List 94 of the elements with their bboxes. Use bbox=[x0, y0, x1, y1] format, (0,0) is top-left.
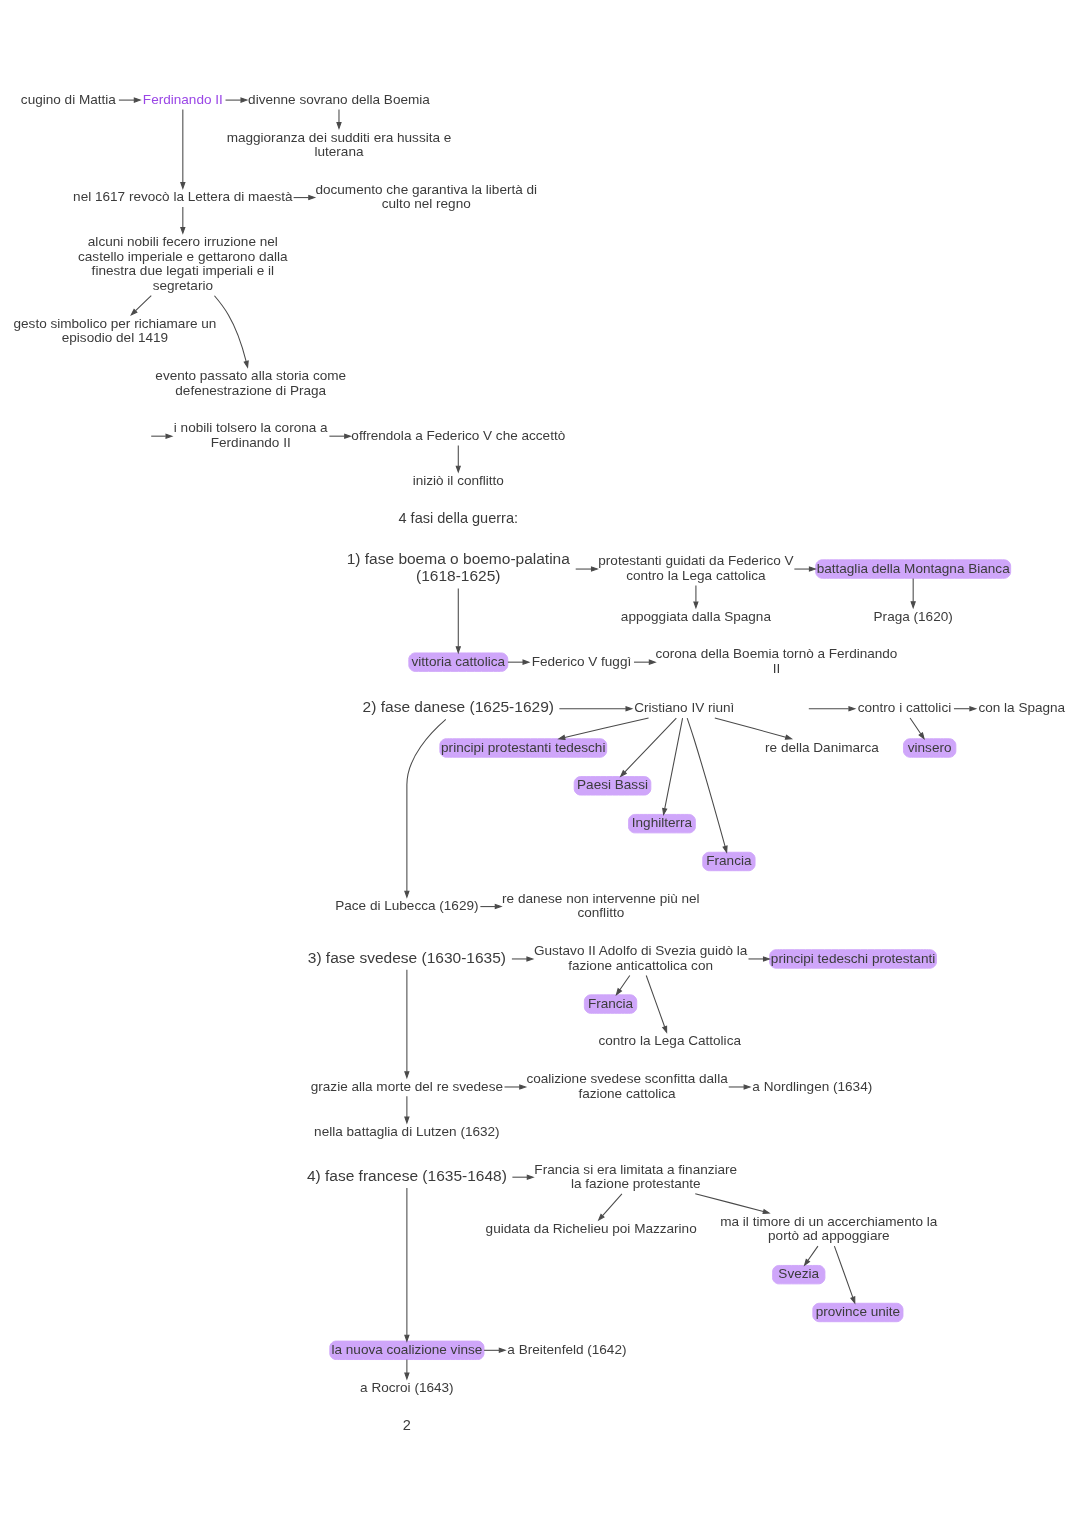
arrow bbox=[180, 108, 186, 190]
node-box: battaglia della Montagna Bianca bbox=[815, 558, 1012, 579]
arrow bbox=[808, 705, 857, 711]
arrow bbox=[686, 717, 728, 854]
arrow bbox=[455, 587, 462, 654]
arrow bbox=[619, 717, 677, 777]
node-text: i nobili tolsero la corona a Ferdinando II bbox=[173, 419, 328, 450]
arrow bbox=[728, 1083, 752, 1090]
arrow bbox=[180, 206, 186, 235]
arrow bbox=[645, 974, 668, 1034]
node-text: nella battaglia di Lutzen (1632) bbox=[314, 1123, 500, 1139]
arrow bbox=[503, 1083, 528, 1090]
node-text: Gustavo II Adolfo di Svezia guidò la fazione anticattolica con bbox=[533, 942, 748, 973]
node-box: vittoria cattolica bbox=[408, 651, 509, 672]
node-text: divenne sovrano della Boemia bbox=[248, 91, 430, 107]
node-box: Svezia bbox=[772, 1264, 826, 1284]
node-text: alcuni nobili fecero irruzione nel castello imperiale e gettarono dalla finestra due legati imperiali e il segretario bbox=[78, 233, 288, 293]
node-box: Paesi Bassi bbox=[573, 775, 652, 796]
arrow bbox=[479, 903, 503, 909]
node-text: documento che garantiva la libertà di culto nel regno bbox=[315, 181, 538, 211]
arrow bbox=[909, 716, 925, 740]
arrow bbox=[404, 1358, 410, 1380]
node-text: evento passato alla storia come defenestrazione di Praga bbox=[155, 367, 347, 398]
node-text: a Rocroi (1643) bbox=[360, 1379, 454, 1395]
node-text: coalizione svedese sconfitta dalla fazione cattolica bbox=[526, 1070, 728, 1101]
arrow bbox=[328, 432, 353, 439]
arrow bbox=[225, 96, 249, 103]
node-text: 2) fase danese (1625-1629) bbox=[362, 697, 554, 715]
node-text: a Nordlingen (1634) bbox=[752, 1078, 873, 1094]
node-text: grazie alla morte del re svedese bbox=[310, 1078, 503, 1094]
node-text: Federico V fuggì bbox=[531, 653, 632, 669]
node-text: Pace di Lubecca (1629) bbox=[335, 897, 479, 913]
arrow bbox=[404, 718, 447, 899]
arrow bbox=[404, 1187, 410, 1343]
node-text: 4) fase francese (1635-1648) bbox=[306, 1166, 507, 1184]
arrow bbox=[803, 1245, 819, 1267]
arrow bbox=[336, 108, 342, 130]
arrow bbox=[404, 968, 410, 1079]
arrow bbox=[511, 1173, 535, 1180]
node-text: maggioranza dei sudditi era hussita e luterana bbox=[226, 129, 452, 159]
node-text: corona della Boemia tornò a Ferdinando II bbox=[655, 645, 898, 676]
node-text: Ferdinando II bbox=[142, 91, 223, 107]
arrow bbox=[615, 974, 631, 996]
arrow bbox=[833, 1245, 856, 1304]
arrow bbox=[404, 1095, 410, 1124]
node-box: Francia bbox=[583, 993, 638, 1014]
node-box: principi protestanti tedeschi bbox=[439, 737, 608, 758]
node-text: gesto simbolico per richiamare un episodio del 1419 bbox=[13, 315, 217, 345]
arrow bbox=[483, 1347, 507, 1353]
node-text: cugino di Mattia bbox=[20, 91, 116, 107]
node-text: offrendola a Federico V che accettò bbox=[351, 427, 566, 443]
arrow bbox=[455, 444, 462, 474]
node-text: contro la Lega Cattolica bbox=[598, 1032, 741, 1048]
arrow bbox=[118, 96, 142, 103]
arrow bbox=[694, 1192, 771, 1214]
node-text: re della Danimarca bbox=[765, 739, 879, 755]
node-text: a Breitenfeld (1642) bbox=[507, 1341, 627, 1357]
node-box: Inghilterra bbox=[628, 813, 696, 833]
arrow bbox=[575, 565, 599, 572]
label: 2 bbox=[402, 1416, 411, 1433]
node-text: 1) fase boema o boemo-palatina (1618-1625) bbox=[346, 549, 570, 584]
arrow bbox=[213, 294, 249, 369]
arrow bbox=[557, 716, 650, 740]
label: 4 fasi della guerra: bbox=[398, 509, 519, 526]
arrow bbox=[910, 577, 916, 609]
node-text: iniziò il conflitto bbox=[412, 472, 504, 488]
arrow bbox=[130, 294, 152, 316]
node-box: la nuova coalizione vinse bbox=[329, 1340, 485, 1360]
node-text: protestanti guidati da Federico V contro la Lega cattolica bbox=[598, 552, 794, 583]
arrow bbox=[662, 717, 684, 816]
arrow bbox=[793, 565, 817, 572]
node-box: Francia bbox=[702, 851, 756, 871]
node-box: vinsero bbox=[903, 737, 957, 758]
node-text: Francia si era limitata a finanziare la fazione protestante bbox=[534, 1161, 738, 1191]
node-text: con la Spagna bbox=[978, 699, 1066, 715]
arrow bbox=[558, 705, 634, 711]
arrow bbox=[693, 584, 699, 609]
node-text: contro i cattolici bbox=[857, 699, 952, 715]
arrow bbox=[597, 1192, 623, 1221]
node-text: 3) fase svedese (1630-1635) bbox=[307, 948, 506, 966]
node-text: appoggiata dalla Spagna bbox=[620, 608, 771, 624]
node-text: re danese non intervenne più nel conflitto bbox=[502, 890, 700, 920]
arrow bbox=[633, 658, 657, 665]
node-text: Praga (1620) bbox=[873, 608, 953, 624]
arrow bbox=[150, 432, 174, 439]
arrow bbox=[714, 716, 794, 740]
node-box: principi tedeschi protestanti bbox=[769, 948, 937, 969]
arrow bbox=[511, 955, 535, 962]
node-text: nel 1617 revocò la Lettera di maestà bbox=[73, 188, 293, 204]
node-text: guidata da Richelieu poi Mazzarino bbox=[485, 1220, 697, 1236]
node-text: Cristiano IV riunì bbox=[634, 699, 735, 715]
node-box: province unite bbox=[812, 1302, 904, 1322]
node-text: ma il timore di un accerchiamento la portò ad appoggiare bbox=[720, 1213, 938, 1243]
arrow bbox=[747, 955, 771, 962]
